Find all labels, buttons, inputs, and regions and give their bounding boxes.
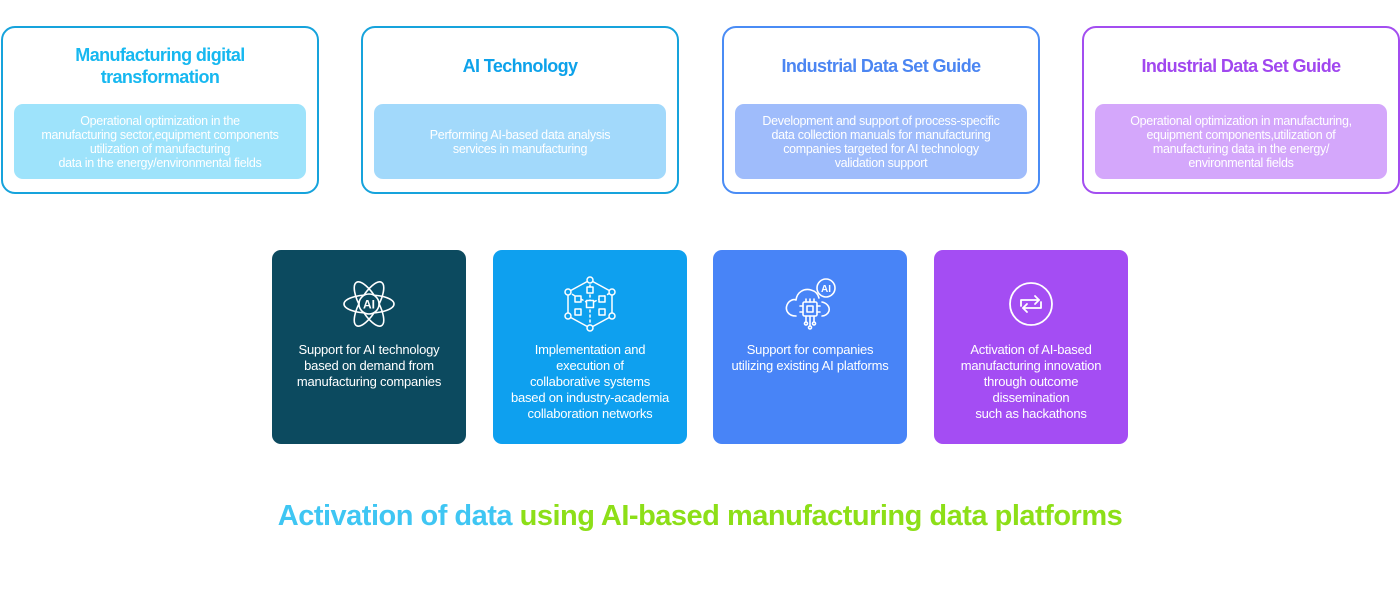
headline-part-2: using AI-based manufacturing data platfo… [512, 500, 1123, 532]
tile-text: Support for companies utilizing existing… [731, 342, 889, 373]
refresh-cycle-icon [1003, 276, 1059, 332]
tile-hackathons: Activation of AI-based manufacturing inn… [934, 250, 1128, 444]
tile-ai-technology-support: AI Support for AI technology based on de… [272, 250, 466, 444]
tile-collaborative-systems: Implementation and execution of collabor… [493, 250, 687, 444]
card-description: Development and support of process-speci… [735, 104, 1027, 179]
card-title: AI Technology [462, 56, 578, 76]
tile-existing-ai-platforms: AI Support for companies utilizing exist… [713, 250, 907, 444]
headline: Activation of data using AI-based manufa… [0, 496, 1400, 536]
svg-text:AI: AI [363, 298, 375, 312]
card-title: Industrial Data Set Guide [781, 56, 981, 76]
card-description: Performing AI-based data analysis servic… [374, 104, 666, 179]
card-ai-technology: AI Technology Performing AI-based data a… [361, 26, 679, 194]
card-description: Operational optimization in manufacturin… [1095, 104, 1387, 179]
card-industrial-data-set-guide-2: Industrial Data Set Guide Operational op… [1082, 26, 1400, 194]
headline-part-1: Activation of data [277, 500, 513, 532]
network-cube-icon [562, 276, 618, 332]
atom-ai-icon: AI [341, 276, 397, 332]
card-title: Manufacturing digital transformation [75, 45, 245, 87]
tile-text: Implementation and execution of collabor… [510, 342, 670, 421]
card-description: Operational optimization in the manufact… [14, 104, 306, 179]
cloud-chip-ai-icon: AI [782, 276, 838, 332]
tile-text: Support for AI technology based on deman… [296, 342, 442, 389]
card-industrial-data-set-guide: Industrial Data Set Guide Development an… [722, 26, 1040, 194]
svg-text:AI: AI [821, 284, 831, 295]
card-title: Industrial Data Set Guide [1141, 56, 1341, 76]
tile-text: Activation of AI-based manufacturing inn… [960, 342, 1102, 421]
card-digital-transformation: Manufacturing digital transformation Ope… [1, 26, 319, 194]
